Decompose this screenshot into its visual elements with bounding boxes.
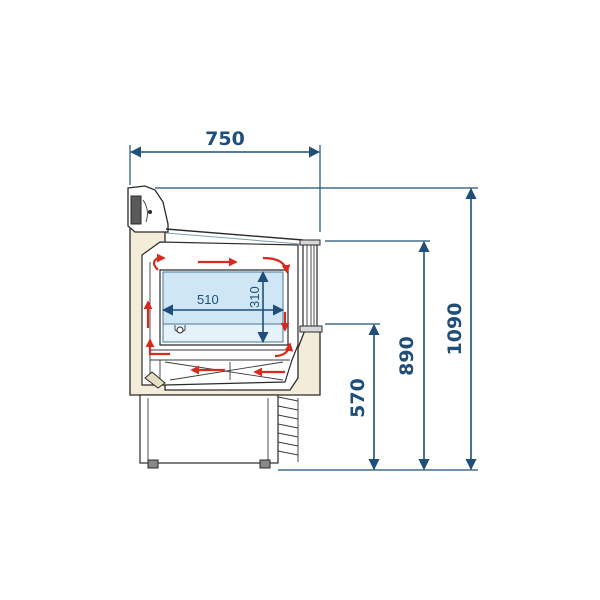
tray-width-label: 510 [197, 292, 219, 307]
dimension-counter-height: 890 [325, 240, 430, 471]
front-glass [299, 239, 323, 333]
tray-glass [162, 271, 284, 325]
front-glass-panel [302, 241, 318, 331]
base-height-label: 570 [347, 378, 369, 418]
front-slope [144, 371, 166, 389]
light-box [130, 195, 142, 225]
dimension-width: 750 [129, 128, 321, 232]
width-label: 750 [205, 128, 245, 150]
dimension-base-height: 570 [325, 323, 380, 471]
louver-grille [277, 396, 299, 462]
canopy [127, 185, 304, 245]
leg-right [259, 459, 271, 469]
tray [159, 269, 289, 346]
airflow-arrows [143, 253, 294, 377]
top-glass [165, 228, 304, 241]
total-height-label: 1090 [444, 303, 466, 356]
base-frame [139, 394, 279, 464]
leg-left [147, 459, 159, 469]
tray-height-label: 310 [247, 286, 262, 308]
counter-height-label: 890 [396, 336, 418, 376]
inner-dimensions: 510 310 [161, 270, 285, 344]
base [139, 394, 299, 469]
dimension-total-height: 1090 [155, 187, 478, 471]
